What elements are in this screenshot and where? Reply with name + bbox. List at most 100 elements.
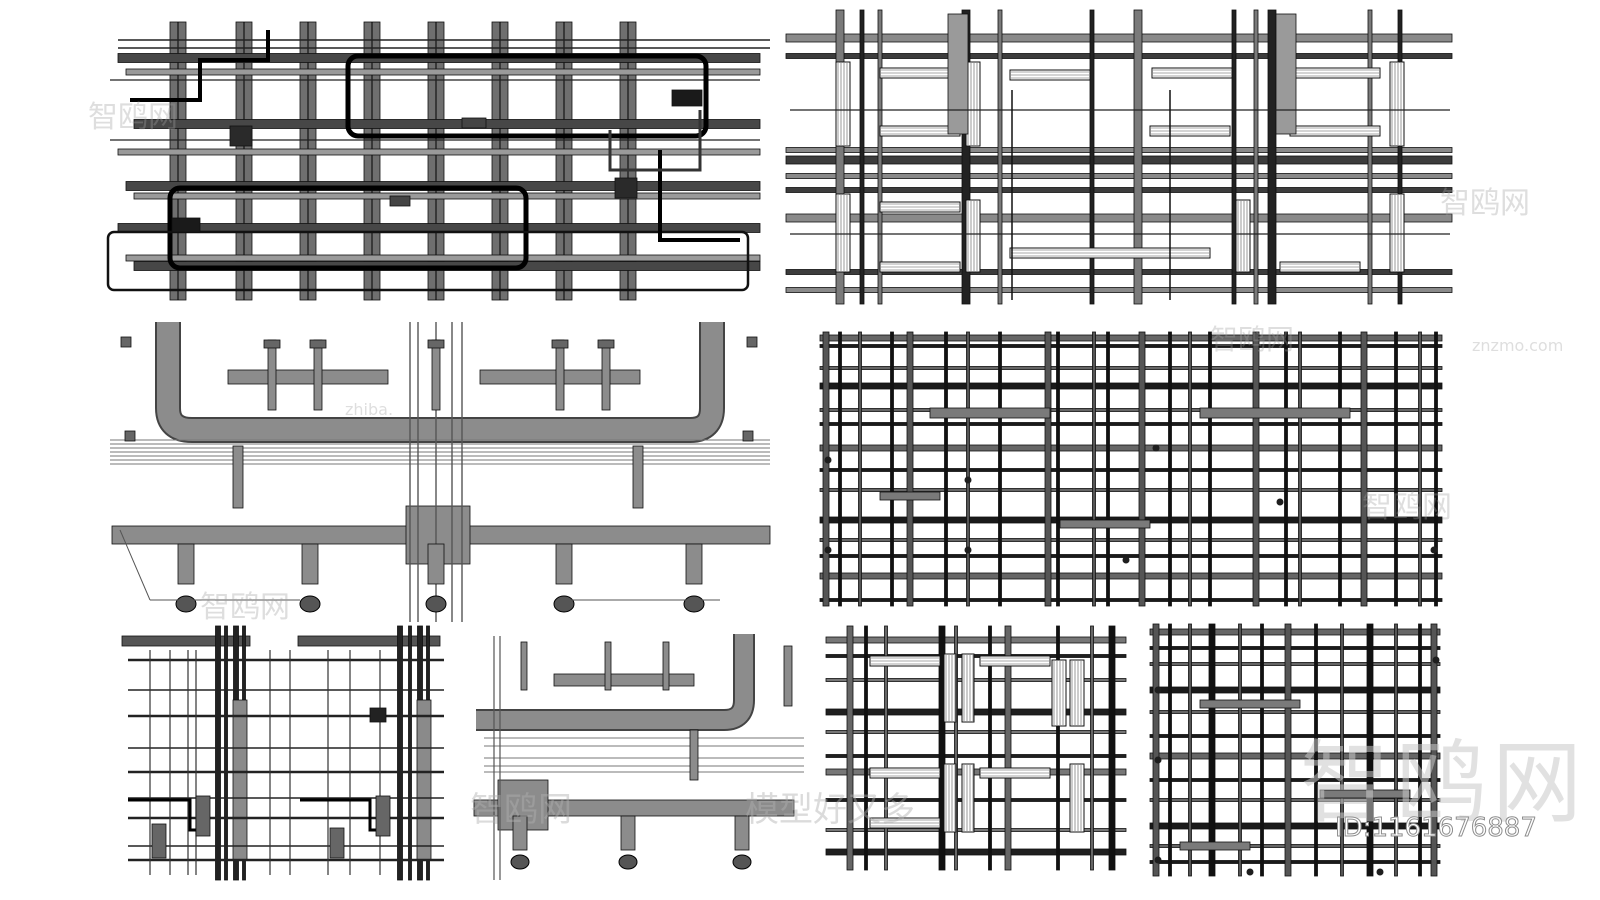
- diffuser-neck: [620, 815, 636, 851]
- horizontal-pipe: [1149, 686, 1441, 694]
- vertical-pipe: [1108, 625, 1116, 871]
- vertical-branch: [431, 339, 441, 411]
- horizontal-pipe: [819, 408, 1443, 412]
- horizontal-pipe: [819, 366, 1443, 370]
- vertical-pipe: [1253, 9, 1259, 305]
- duct-segment: [879, 491, 941, 501]
- vertical-pipe: [1340, 623, 1344, 877]
- loop-pipe: [345, 53, 709, 139]
- cable-tray: [1069, 763, 1085, 833]
- pipe-fitting: [1432, 656, 1440, 664]
- diffuser-neck: [301, 543, 319, 585]
- pipe-fitting: [1154, 686, 1162, 694]
- horizontal-pipe: [825, 848, 1127, 856]
- equipment-box: [671, 89, 703, 107]
- horizontal-pipe: [1149, 860, 1441, 864]
- horizontal-pipe: [1149, 822, 1441, 830]
- vertical-pipe: [1430, 623, 1438, 877]
- vertical-pipe: [1418, 623, 1422, 877]
- duct-branch-elevation-panel-2: [473, 634, 804, 880]
- vertical-pipe: [1367, 9, 1373, 305]
- duct-segment: [947, 13, 969, 135]
- pipe-fitting: [1376, 868, 1384, 876]
- vertical-pipe: [1314, 623, 1318, 877]
- pipe-fitting: [964, 476, 972, 484]
- cable-tray: [1389, 61, 1405, 147]
- vertical-pipe: [1133, 9, 1143, 305]
- hanger-line: [119, 529, 151, 601]
- vertical-pipe: [1056, 331, 1060, 607]
- vertical-pipe: [838, 331, 842, 607]
- vertical-pipe: [1238, 623, 1242, 877]
- horizontal-pipe: [1149, 662, 1441, 666]
- vertical-pipe: [1252, 331, 1260, 607]
- horizontal-pipe: [819, 334, 1443, 342]
- pipe-fitting: [746, 336, 758, 348]
- horizontal-pipe: [825, 678, 1127, 682]
- horizontal-pipe: [785, 187, 1453, 193]
- vertical-pipe: [954, 625, 958, 871]
- vertical-pipe: [1366, 623, 1374, 877]
- vertical-pipe: [1004, 625, 1012, 871]
- horizontal-branch-pipe: [125, 254, 761, 262]
- duct-segment: [1319, 789, 1411, 799]
- vertical-pipe: [988, 625, 992, 871]
- horizontal-pipe: [819, 468, 1443, 472]
- vertical-pipe: [1298, 331, 1302, 607]
- cable-tray: [1069, 659, 1085, 727]
- horizontal-pipe: [819, 572, 1443, 580]
- vertical-pipe: [1418, 331, 1422, 607]
- vertical-pipe: [1168, 331, 1172, 607]
- horizontal-pipe: [825, 768, 1127, 776]
- cable-tray: [961, 653, 975, 723]
- cable-tray: [835, 193, 851, 273]
- horizontal-pipe: [819, 554, 1443, 558]
- valve-body: [195, 795, 211, 837]
- elbow-pipe: [608, 110, 702, 172]
- vertical-branch: [601, 339, 611, 411]
- pipe-fitting: [964, 546, 972, 554]
- vertical-pipe: [1152, 623, 1160, 877]
- vertical-pipe: [822, 331, 830, 607]
- horizontal-branch-pipe: [125, 68, 761, 76]
- horizontal-pipe: [825, 828, 1127, 832]
- cable-tray: [961, 763, 975, 833]
- horizontal-pipe: [785, 269, 1453, 275]
- vertical-branch: [604, 641, 612, 691]
- header-pipe: [121, 635, 251, 647]
- horizontal-pipe: [785, 147, 1453, 153]
- pipe-fitting: [824, 456, 832, 464]
- horizontal-pipe: [1149, 844, 1441, 848]
- diffuser: [299, 595, 321, 613]
- vertical-pipe: [1056, 625, 1060, 871]
- pipe-fitting: [742, 430, 754, 442]
- horizontal-pipe: [819, 382, 1443, 390]
- vertical-pipe: [1434, 331, 1438, 607]
- horizontal-pipe: [1149, 752, 1441, 760]
- horizontal-pipe: [1149, 710, 1441, 714]
- cable-tray: [1389, 193, 1405, 273]
- duct-segment: [1179, 841, 1251, 851]
- vertical-pipe: [1208, 623, 1216, 877]
- horizontal-pipe: [1149, 628, 1441, 636]
- cable-tray: [965, 199, 981, 273]
- branch-duct: [553, 673, 695, 687]
- diffuser: [175, 595, 197, 613]
- cable-tray: [1051, 659, 1067, 727]
- elbow-pipe: [658, 150, 740, 242]
- riser-pipe-elevation-panel: [121, 625, 444, 881]
- pipe-fitting: [124, 430, 136, 442]
- vertical-branch: [267, 339, 277, 411]
- vertical-pipe: [1397, 9, 1403, 305]
- vertical-branch: [520, 641, 528, 691]
- cable-tray: [1235, 199, 1251, 273]
- riser-pipe: [408, 625, 412, 881]
- valve-body: [151, 823, 167, 859]
- horizontal-pipe: [825, 654, 1127, 658]
- elbow-pipe: [130, 30, 270, 102]
- vertical-pipe: [1267, 9, 1277, 305]
- horizontal-pipe: [1149, 798, 1441, 802]
- horizontal-pipe: [1149, 778, 1441, 782]
- vertical-pipe: [884, 625, 888, 871]
- horizontal-pipe: [825, 708, 1127, 716]
